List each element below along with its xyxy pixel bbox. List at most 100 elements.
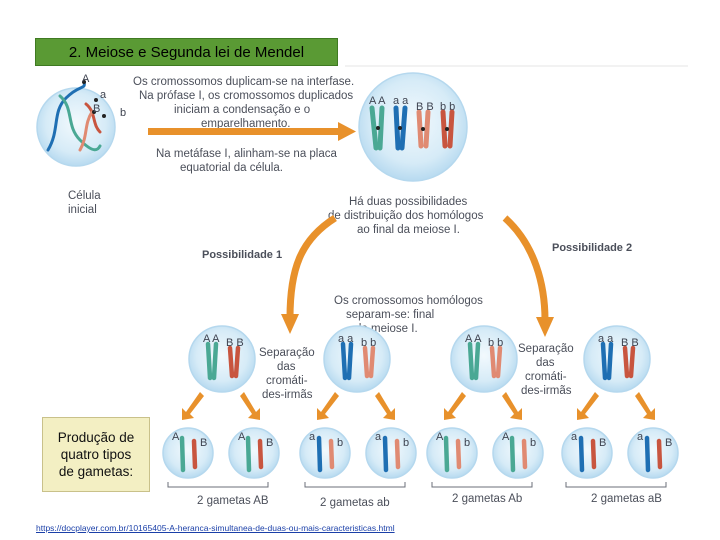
meiosis-i-cell-3 [450, 325, 518, 393]
gametes-caption: Produção de quatro tipos de gametas: [58, 429, 135, 480]
allele-label: A A [203, 333, 220, 345]
allele-label: b b [440, 101, 455, 113]
svg-text:das: das [536, 357, 555, 369]
allele-label: b b [488, 337, 503, 349]
allele-label: B [200, 437, 207, 449]
allele-label: B B [621, 337, 639, 349]
gamete-label-aB: 2 gametas aB [591, 493, 662, 505]
possibilities-text: de distribuição dos homólogos [328, 210, 484, 222]
allele-label: B B [226, 337, 244, 349]
allele-label: B [665, 437, 672, 449]
interphase-text: iniciam a condensação e o [174, 104, 310, 116]
allele-label: B [266, 437, 273, 449]
possibilities-text: ao final da meiose I. [357, 224, 460, 236]
chromosome [191, 438, 198, 470]
chromosome [245, 435, 252, 473]
homologs-text: Os cromossomos homólogos [334, 295, 483, 307]
title-banner: 2. Meiose e Segunda lei de Mendel [35, 38, 338, 66]
gametes-caption-box: Produção de quatro tipos de gametas: [42, 417, 150, 492]
allele-label: a [637, 431, 644, 443]
chromosome [644, 435, 651, 473]
chromosome [521, 438, 528, 470]
chromosome [578, 435, 585, 473]
allele-label: a [571, 431, 578, 443]
metaphase-cell [358, 72, 468, 182]
interphase-text: Na prófase I, os cromossomos duplicados [139, 90, 353, 102]
possibilities-text: Há duas possibilidades [349, 196, 468, 208]
allele-label: A A [369, 95, 386, 107]
svg-text:cromáti-: cromáti- [266, 375, 308, 387]
gamete-label-Ab: 2 gametas Ab [452, 493, 522, 505]
allele-label: A [502, 431, 510, 443]
gamete-brackets [167, 482, 667, 488]
svg-text:cromáti-: cromáti- [525, 371, 567, 383]
arrow-possibility-2 [502, 215, 549, 321]
allele-label: b [120, 107, 126, 119]
allele-label: b b [361, 337, 376, 349]
meiosis-i-cell-1 [188, 325, 256, 393]
meiosis-i-cell-2 [323, 325, 391, 393]
metaphase-text: equatorial da célula. [180, 162, 283, 174]
chromosome [328, 438, 335, 470]
allele-label: a [100, 89, 107, 101]
chromosome [443, 435, 450, 473]
page-title: 2. Meiose e Segunda lei de Mendel [68, 43, 305, 61]
allele-label: a a [338, 333, 354, 345]
chromosome [590, 438, 597, 470]
gametes-caption-line: Produção de [57, 430, 135, 445]
gamete-label-AB: 2 gametas AB [197, 495, 269, 507]
separation-text-2: Separação das cromáti- des-irmãs [518, 343, 574, 397]
allele-label: A [82, 73, 90, 85]
cell-label: Célula [68, 190, 101, 202]
allele-label: A [436, 431, 444, 443]
meiosis-i-cell-4 [583, 325, 651, 393]
svg-text:des-irmãs: des-irmãs [262, 389, 313, 401]
chromosome [382, 435, 389, 473]
gametes-caption-line: de gametas: [58, 464, 134, 479]
allele-label: B [93, 103, 100, 115]
chromosome [509, 435, 516, 473]
interphase-text: emparelhamento. [201, 118, 291, 130]
allele-label: a a [393, 95, 409, 107]
possibility-1-label: Possibilidade 1 [202, 249, 282, 261]
allele-label: b [530, 437, 536, 449]
allele-label: A [238, 431, 246, 443]
gamete-arrows [182, 392, 655, 420]
chromosome [316, 435, 323, 473]
allele-label: b [403, 437, 409, 449]
possibility-2-label: Possibilidade 2 [552, 242, 632, 254]
allele-label: B B [416, 101, 434, 113]
chromosome [394, 438, 401, 470]
allele-label: b [464, 437, 470, 449]
chromosome [455, 438, 462, 470]
svg-text:das: das [277, 361, 296, 373]
separation-text-1: Separação das cromáti- des-irmãs [259, 347, 315, 401]
allele-label: a a [598, 333, 614, 345]
chromosome [179, 435, 186, 473]
source-link[interactable]: https://docplayer.com.br/10165405-A-hera… [36, 523, 395, 533]
allele-label: A [172, 431, 180, 443]
svg-text:Separação: Separação [518, 343, 574, 355]
chromosome [257, 438, 264, 470]
allele-label: a [309, 431, 316, 443]
svg-text:Separação: Separação [259, 347, 315, 359]
allele-label: A A [465, 333, 482, 345]
allele-label: B [599, 437, 606, 449]
arrow-right [148, 122, 356, 141]
gamete-label-ab: 2 gametas ab [320, 497, 390, 509]
allele-label: a [375, 431, 382, 443]
homologs-text: separam-se: final [346, 309, 434, 321]
metaphase-text: Na metáfase I, alinham-se na placa [156, 148, 338, 160]
arrow-possibility-1 [286, 215, 337, 319]
gametes-caption-line: quatro tipos [60, 447, 132, 462]
interphase-text: Os cromossomos duplicam-se na interfase. [133, 76, 354, 88]
